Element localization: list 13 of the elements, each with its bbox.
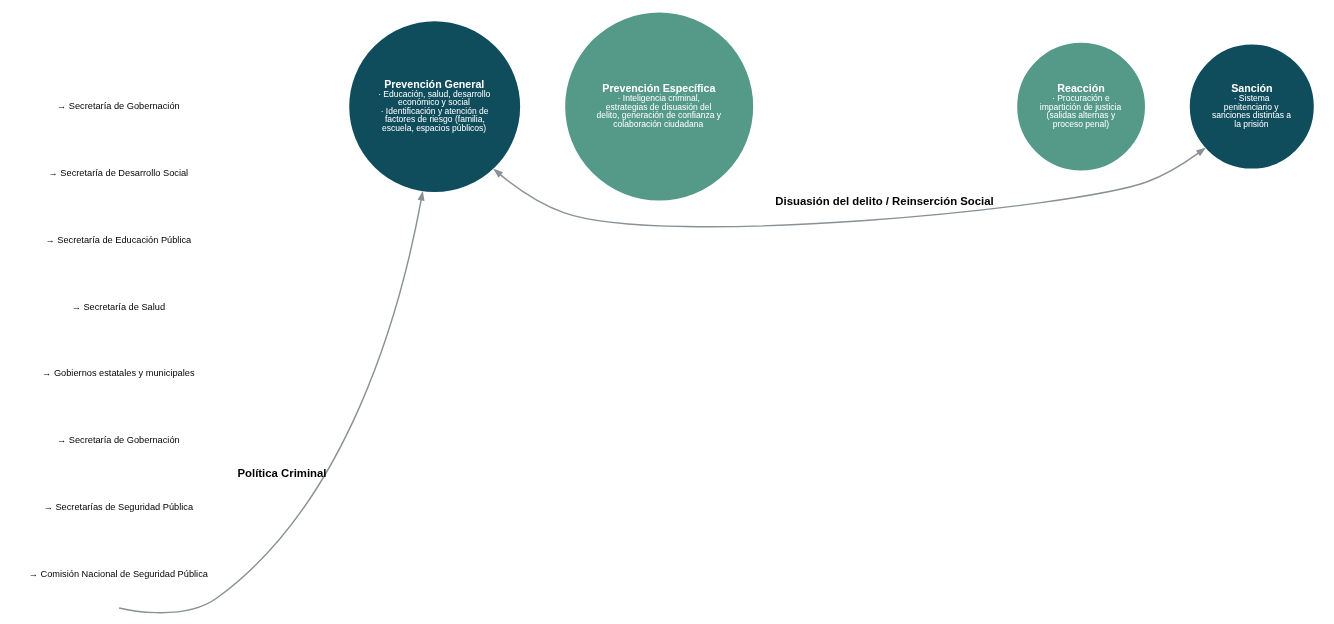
label: → Comisión Nacional de Seguridad Pública [28,568,208,579]
arrow [117,190,424,614]
label: → Secretaría de Gobernación [56,435,180,446]
arrow [492,147,1206,228]
label: → Secretaría de Desarrollo Social [48,167,188,178]
label: → Secretaría de Gobernación [56,101,180,112]
edge-label: Disuasión del delito / Reinserción Social [774,194,994,207]
label: → Secretaría de Educación Pública [44,234,191,245]
label: → Secretaría de Salud [71,301,165,312]
edge-label: Política Criminal [236,466,326,479]
label: → Secretarías de Seguridad Pública [43,502,193,513]
label: → Gobiernos estatales y municipales [41,368,195,379]
node-circle: Sanción · Sistema penitenciario y sanciones distintas a la prisión [1186,41,1317,172]
